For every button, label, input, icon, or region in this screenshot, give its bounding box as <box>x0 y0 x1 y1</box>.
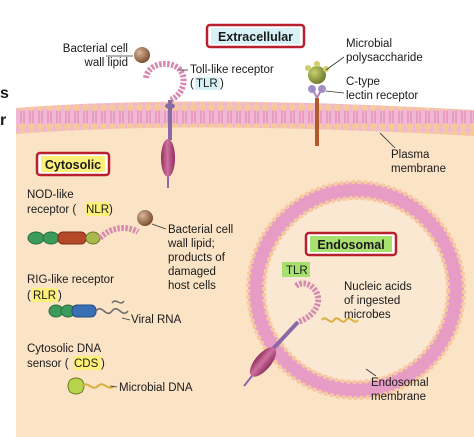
svg-text:wall lipid: wall lipid <box>84 57 128 69</box>
microbial-dna-label: Microbial DNA <box>109 382 193 394</box>
extracellular-title: Extracellular <box>218 30 293 44</box>
svg-text:(: ( <box>27 290 31 302</box>
cds-sensor: Cytosolic DNA sensor ( CDS ) <box>27 343 115 395</box>
svg-text:polysaccharide: polysaccharide <box>346 52 423 64</box>
c-type-lectin-receptor <box>305 61 329 146</box>
svg-text:Endosomal: Endosomal <box>371 377 429 389</box>
nlr-ligand-icon <box>137 210 153 226</box>
plasma-membrane <box>16 101 474 136</box>
svg-text:Nucleic acids: Nucleic acids <box>344 281 412 293</box>
svg-text:NOD-like: NOD-like <box>27 189 74 201</box>
svg-text:RIG-like receptor: RIG-like receptor <box>27 274 114 286</box>
svg-text:receptor (: receptor ( <box>27 204 76 216</box>
rlr-receptor: RIG-like receptor ( RLR ) <box>27 274 129 318</box>
svg-text:NLR: NLR <box>86 204 109 216</box>
svg-text:RLR: RLR <box>33 290 56 302</box>
endosomal-membrane-label: Endosomal membrane <box>365 368 429 403</box>
svg-text:of ingested: of ingested <box>344 295 400 307</box>
cytosolic-title: Cytosolic <box>45 158 101 172</box>
bacterial-products-label: Bacterial cell wall lipid; products of d… <box>151 223 233 292</box>
bacterial-lipid-icon <box>134 47 150 63</box>
nlr-receptor: NOD-like receptor ( NLR ) <box>27 189 153 245</box>
svg-text:Viral RNA: Viral RNA <box>131 314 182 326</box>
svg-text:): ) <box>58 290 62 302</box>
svg-text:Microbial: Microbial <box>346 38 392 50</box>
polysaccharide-icon <box>308 66 326 84</box>
endosomal-region-box: Endosomal <box>304 231 398 257</box>
lectin-label: C-type lectin receptor <box>325 76 418 102</box>
svg-text:Bacterial cell: Bacterial cell <box>63 43 128 55</box>
svg-text:Bacterial cell: Bacterial cell <box>168 224 233 236</box>
svg-text:Cytosolic DNA: Cytosolic DNA <box>27 343 101 355</box>
tlr-endosome-label: TLR <box>286 265 308 277</box>
tlr-surface-receptor <box>134 47 187 188</box>
svg-text:CDS: CDS <box>74 358 99 370</box>
svg-text:membrane: membrane <box>371 391 426 403</box>
edge-text-2: r <box>0 112 6 129</box>
svg-text:TLR: TLR <box>196 78 218 90</box>
viral-rna-label: Viral RNA <box>121 314 182 326</box>
extracellular-region-box: Extracellular <box>205 23 306 49</box>
svg-text:wall lipid;: wall lipid; <box>167 238 215 250</box>
bacterial-lipid-label: Bacterial cell wall lipid <box>63 43 133 69</box>
svg-text:products of: products of <box>168 252 226 264</box>
endosomal-title: Endosomal <box>317 238 384 252</box>
nucleic-acids-label: Nucleic acids of ingested microbes <box>344 281 412 321</box>
svg-text:(: ( <box>190 78 194 90</box>
svg-text:): ) <box>220 78 224 90</box>
svg-text:microbes: microbes <box>344 309 391 321</box>
svg-text:): ) <box>109 204 113 216</box>
svg-text:damaged: damaged <box>168 266 216 278</box>
polysaccharide-label: Microbial polysaccharide <box>325 38 423 71</box>
svg-text:): ) <box>101 358 105 370</box>
svg-text:Plasma: Plasma <box>391 149 430 161</box>
svg-text:sensor (: sensor ( <box>27 358 69 370</box>
svg-text:host cells: host cells <box>168 280 216 292</box>
svg-text:Microbial DNA: Microbial DNA <box>119 382 193 394</box>
tlr-endosomal-receptor: TLR <box>243 262 359 387</box>
svg-text:lectin receptor: lectin receptor <box>346 90 418 102</box>
tlr-top-label: Toll-like receptor ( TLR ) <box>179 64 274 90</box>
svg-text:C-type: C-type <box>346 76 380 88</box>
svg-text:Toll-like receptor: Toll-like receptor <box>190 64 274 76</box>
plasma-membrane-label: Plasma membrane <box>379 132 446 175</box>
svg-text:membrane: membrane <box>391 163 446 175</box>
cytosolic-region-box: Cytosolic <box>35 151 111 177</box>
extracellular-space <box>16 0 474 118</box>
edge-text-1: s <box>0 85 9 102</box>
